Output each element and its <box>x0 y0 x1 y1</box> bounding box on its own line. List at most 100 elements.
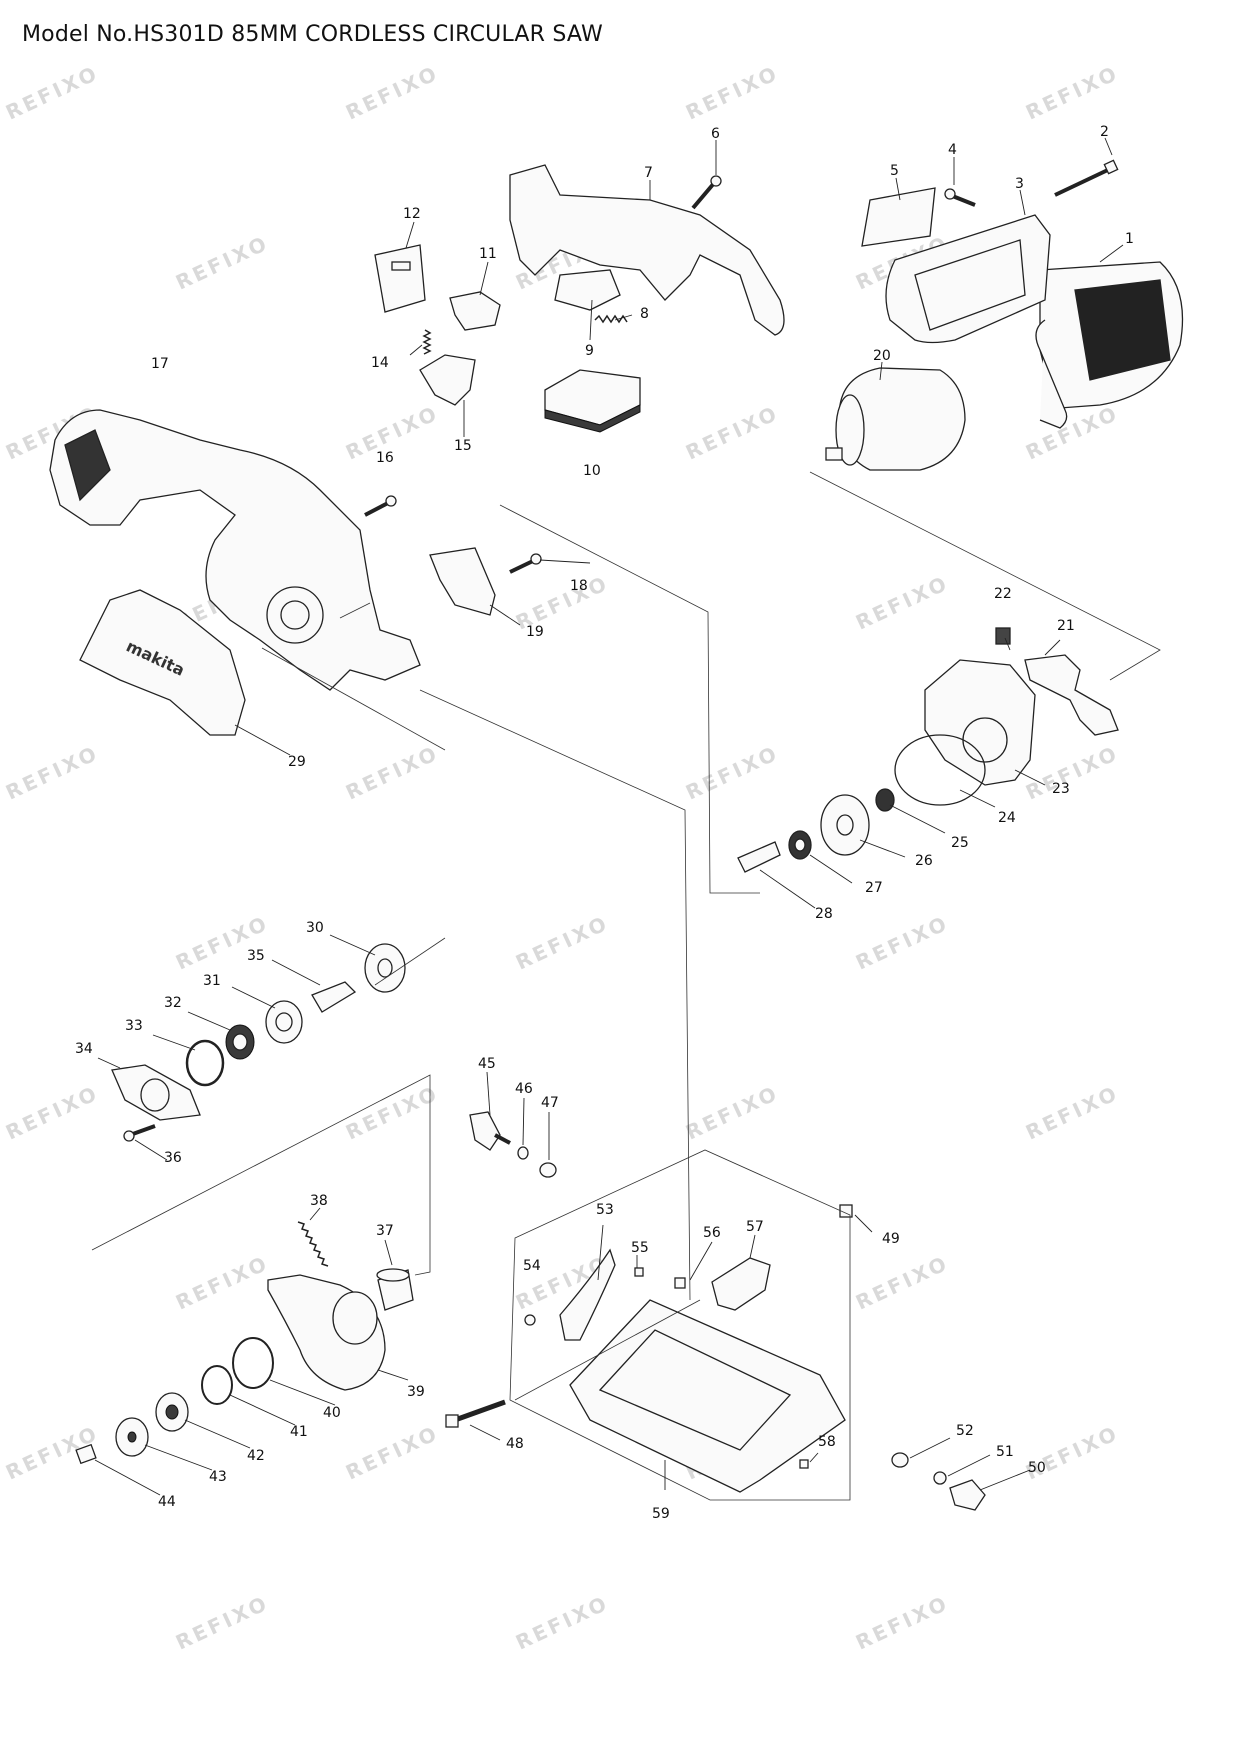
callout-15: 15 <box>454 438 472 454</box>
callout-58: 58 <box>818 1434 836 1450</box>
part-57-bracket <box>711 1257 771 1311</box>
callout-46: 46 <box>515 1081 533 1097</box>
watermark-text: REFIXO <box>342 61 443 125</box>
watermark-text: REFIXO <box>2 61 103 125</box>
callout-4: 4 <box>948 142 957 158</box>
callout-22: 22 <box>994 586 1012 602</box>
part-38-spring <box>297 1221 329 1267</box>
part-34-flange <box>111 1064 201 1121</box>
callout-2: 2 <box>1100 124 1109 140</box>
callout-38: 38 <box>310 1193 328 1209</box>
watermark-text: REFIXO <box>852 571 953 635</box>
callout-45: 45 <box>478 1056 496 1072</box>
callout-23: 23 <box>1052 781 1070 797</box>
watermark-text: REFIXO <box>682 61 783 125</box>
part-6-screw <box>691 175 722 210</box>
callout-49: 49 <box>882 1231 900 1247</box>
part-40-ring <box>232 1337 274 1389</box>
watermark-text: REFIXO <box>682 1081 783 1145</box>
part-20-motor <box>825 367 966 471</box>
diagram-title: Model No.HS301D 85MM CORDLESS CIRCULAR S… <box>22 22 603 47</box>
part-24-oring <box>894 734 986 806</box>
part-11-switch <box>449 291 501 331</box>
callout-26: 26 <box>915 853 933 869</box>
part-36-screw <box>123 1124 156 1142</box>
watermark-text: REFIXO <box>682 401 783 465</box>
callout-8: 8 <box>640 306 649 322</box>
callout-28: 28 <box>815 906 833 922</box>
part-33-oring <box>185 1039 225 1087</box>
callout-41: 41 <box>290 1424 308 1440</box>
part-12-controller <box>374 244 426 313</box>
part-27-bearing <box>788 830 812 860</box>
callout-56: 56 <box>703 1225 721 1241</box>
callout-42: 42 <box>247 1448 265 1464</box>
callout-25: 25 <box>951 835 969 851</box>
callout-39: 39 <box>407 1384 425 1400</box>
part-53-angle-guide <box>559 1248 616 1341</box>
callout-numbers: 1 2 3 4 5 6 7 8 9 10 11 12 14 15 16 17 1… <box>75 124 1134 1522</box>
part-51-nut <box>933 1471 947 1485</box>
part-10-block <box>544 369 641 433</box>
callout-5: 5 <box>890 163 899 179</box>
part-29-cover: makita <box>79 589 246 736</box>
callout-37: 37 <box>376 1223 394 1239</box>
part-58-nut <box>799 1459 809 1469</box>
watermark-text: REFIXO <box>512 1591 613 1655</box>
callout-29: 29 <box>288 754 306 770</box>
part-42-flange <box>155 1392 189 1432</box>
watermark-text: REFIXO <box>172 1591 273 1655</box>
watermark-text: REFIXO <box>1022 401 1123 465</box>
callout-43: 43 <box>209 1469 227 1485</box>
callout-59: 59 <box>652 1506 670 1522</box>
callout-47: 47 <box>541 1095 559 1111</box>
part-14-spring <box>422 329 432 355</box>
part-59-base <box>569 1299 846 1493</box>
watermark-text: REFIXO <box>852 1591 953 1655</box>
callout-19: 19 <box>526 624 544 640</box>
part-1-motor-cover <box>1035 261 1184 429</box>
watermark-text: REFIXO <box>2 1081 103 1145</box>
part-52-washer <box>891 1452 909 1468</box>
callout-18: 18 <box>570 578 588 594</box>
callout-3: 3 <box>1015 176 1024 192</box>
part-26-gear <box>820 794 870 856</box>
callout-20: 20 <box>873 348 891 364</box>
callout-10: 10 <box>583 463 601 479</box>
callout-21: 21 <box>1057 618 1075 634</box>
part-17-main-housing <box>49 409 421 691</box>
part-46-nut <box>517 1146 529 1160</box>
part-30-gear <box>364 943 406 993</box>
part-19-bracket <box>429 547 496 616</box>
callout-31: 31 <box>203 973 221 989</box>
callout-52: 52 <box>956 1423 974 1439</box>
part-35-shaft <box>311 981 357 1013</box>
callout-16: 16 <box>376 450 394 466</box>
alignment-lines <box>91 471 1161 1501</box>
part-18-screw <box>509 553 542 574</box>
watermark-text: REFIXO <box>2 741 103 805</box>
watermark-text: REFIXO <box>342 1421 443 1485</box>
callout-35: 35 <box>247 948 265 964</box>
part-3-housing <box>885 214 1051 344</box>
callout-24: 24 <box>998 810 1016 826</box>
part-49-nut <box>839 1204 853 1218</box>
watermark-text: REFIXO <box>1022 1081 1123 1145</box>
part-43-washer <box>115 1417 149 1457</box>
part-25-bearing <box>875 788 895 812</box>
part-7-housing-half <box>509 164 785 336</box>
callout-36: 36 <box>164 1150 182 1166</box>
callout-51: 51 <box>996 1444 1014 1460</box>
part-16-screw <box>364 495 397 517</box>
callout-44: 44 <box>158 1494 176 1510</box>
part-4-screw <box>944 188 976 207</box>
part-31-bearing <box>265 1000 303 1044</box>
part-37-sleeve <box>376 1268 414 1311</box>
callout-53: 53 <box>596 1202 614 1218</box>
part-50-wing-nut <box>949 1479 986 1511</box>
part-41-ring <box>201 1365 233 1405</box>
part-54-screw <box>524 1314 536 1326</box>
watermark-text: REFIXO <box>852 1251 953 1315</box>
callout-11: 11 <box>479 246 497 262</box>
